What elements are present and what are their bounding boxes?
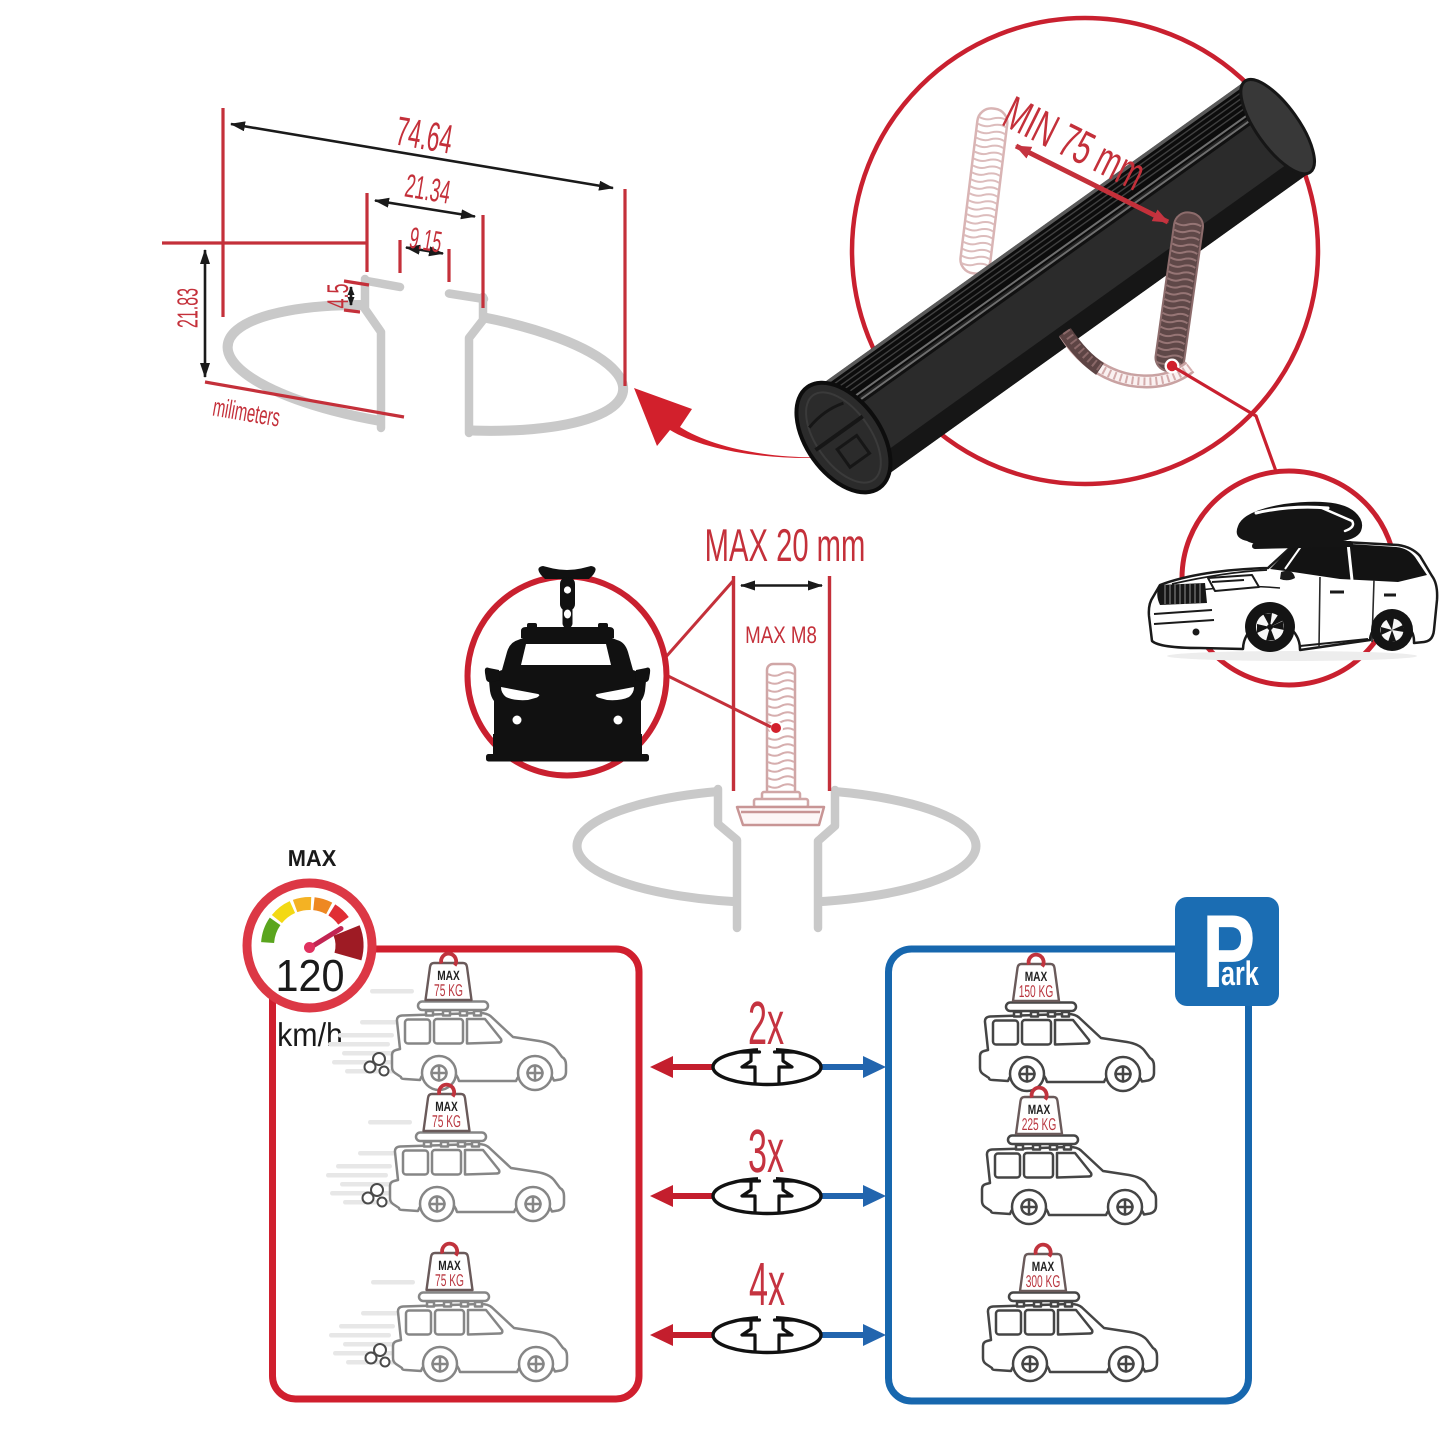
svg-text:MAX: MAX (1025, 969, 1048, 984)
svg-text:300 KG: 300 KG (1026, 1272, 1061, 1291)
svg-text:21.34: 21.34 (402, 167, 453, 211)
svg-text:2x: 2x (748, 989, 784, 1057)
svg-text:4x: 4x (749, 1250, 785, 1318)
svg-text:150 KG: 150 KG (1019, 982, 1054, 1001)
svg-text:75 KG: 75 KG (435, 1271, 464, 1290)
svg-text:75 KG: 75 KG (434, 981, 463, 1000)
svg-text:4.5: 4.5 (322, 283, 355, 308)
svg-text:km/h: km/h (277, 1016, 343, 1053)
svg-text:MAX: MAX (435, 1099, 458, 1114)
svg-text:MAX: MAX (437, 968, 460, 983)
svg-text:120: 120 (275, 950, 344, 1001)
svg-text:MAX 20 mm: MAX 20 mm (705, 519, 866, 571)
svg-text:225 KG: 225 KG (1022, 1115, 1057, 1134)
svg-text:3x: 3x (748, 1117, 784, 1185)
svg-text:P: P (1202, 894, 1255, 1010)
svg-text:MAX: MAX (1032, 1259, 1055, 1274)
svg-text:MAX: MAX (1028, 1102, 1051, 1117)
svg-text:74.64: 74.64 (393, 108, 456, 163)
svg-text:9.15: 9.15 (407, 222, 444, 260)
svg-text:MAX: MAX (438, 1258, 461, 1273)
svg-text:MAX: MAX (288, 845, 337, 871)
svg-text:ark: ark (1221, 955, 1259, 993)
svg-text:21.83: 21.83 (173, 288, 205, 328)
svg-text:MAX M8: MAX M8 (745, 622, 817, 649)
svg-text:75 KG: 75 KG (432, 1112, 461, 1131)
